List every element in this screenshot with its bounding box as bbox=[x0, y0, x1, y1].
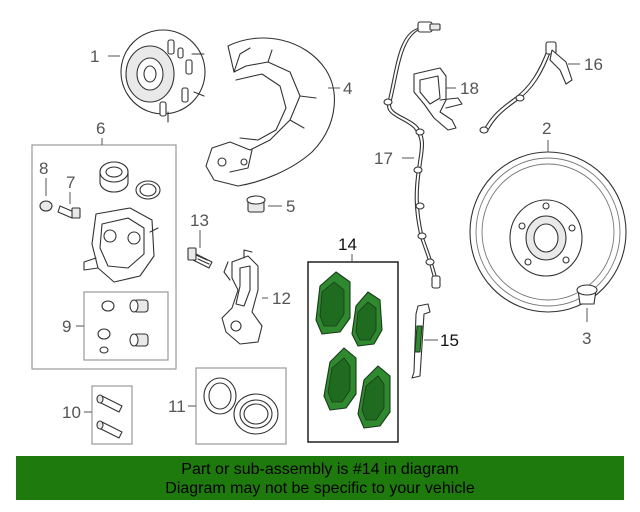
part-10-guide-pins[interactable] bbox=[96, 394, 123, 439]
group-box-9 bbox=[83, 291, 169, 361]
callout-13: 13 bbox=[190, 211, 209, 230]
part-12-caliper-bracket[interactable] bbox=[221, 249, 263, 345]
callout-15: 15 bbox=[440, 331, 459, 350]
callout-17: 17 bbox=[374, 149, 393, 168]
callout-14: 14 bbox=[338, 235, 357, 254]
banner-line-1: Part or sub-assembly is #14 in diagram bbox=[181, 461, 459, 478]
banner-line-2: Diagram may not be specific to your vehi… bbox=[165, 480, 475, 497]
part-11-seal-kit[interactable] bbox=[203, 377, 279, 435]
part-8-bleeder-cap[interactable] bbox=[39, 200, 53, 212]
callout-10: 10 bbox=[62, 403, 81, 422]
part-4-splash-shield[interactable] bbox=[205, 37, 335, 187]
part-17-brake-wear-sensor[interactable] bbox=[383, 21, 441, 289]
part-7-bleeder-screw[interactable] bbox=[57, 205, 81, 219]
callout-6: 6 bbox=[96, 119, 105, 138]
callout-9: 9 bbox=[62, 317, 71, 336]
callout-1: 1 bbox=[90, 47, 99, 66]
callout-11: 11 bbox=[168, 397, 186, 416]
callout-2: 2 bbox=[542, 119, 551, 138]
part-14-brake-pads[interactable] bbox=[315, 271, 391, 429]
callout-12: 12 bbox=[272, 289, 291, 308]
callout-7: 7 bbox=[66, 173, 75, 192]
callout-8: 8 bbox=[39, 159, 48, 178]
callout-4: 4 bbox=[343, 79, 352, 98]
info-banner: Part or sub-assembly is #14 in diagram D… bbox=[16, 456, 624, 500]
part-16-wear-sensor-short[interactable] bbox=[479, 41, 573, 134]
group-box-10 bbox=[91, 385, 133, 445]
callout-16: 16 bbox=[584, 55, 603, 74]
part-3-rotor-screw[interactable] bbox=[576, 284, 598, 305]
part-1-wheel-hub[interactable] bbox=[120, 29, 206, 123]
group-box-14-highlighted bbox=[307, 261, 399, 443]
part-13-caliper-bolt[interactable] bbox=[187, 247, 213, 269]
group-box-6 bbox=[31, 144, 177, 370]
callout-5: 5 bbox=[286, 197, 295, 216]
part-18-sensor-bracket[interactable] bbox=[413, 67, 463, 131]
callout-18: 18 bbox=[460, 79, 479, 98]
part-15-pad-clip[interactable] bbox=[411, 303, 431, 379]
callout-3: 3 bbox=[582, 329, 591, 348]
brake-parts-diagram: 1 4 5 6 8 7 bbox=[31, 21, 627, 445]
part-9-guide-bushings[interactable] bbox=[97, 299, 149, 354]
part-5-bolt[interactable] bbox=[246, 195, 266, 213]
part-caliper-piston[interactable] bbox=[99, 161, 129, 193]
part-2-brake-rotor[interactable] bbox=[469, 151, 627, 313]
part-caliper-housing[interactable] bbox=[83, 207, 159, 283]
part-caliper-seal[interactable] bbox=[135, 180, 161, 200]
